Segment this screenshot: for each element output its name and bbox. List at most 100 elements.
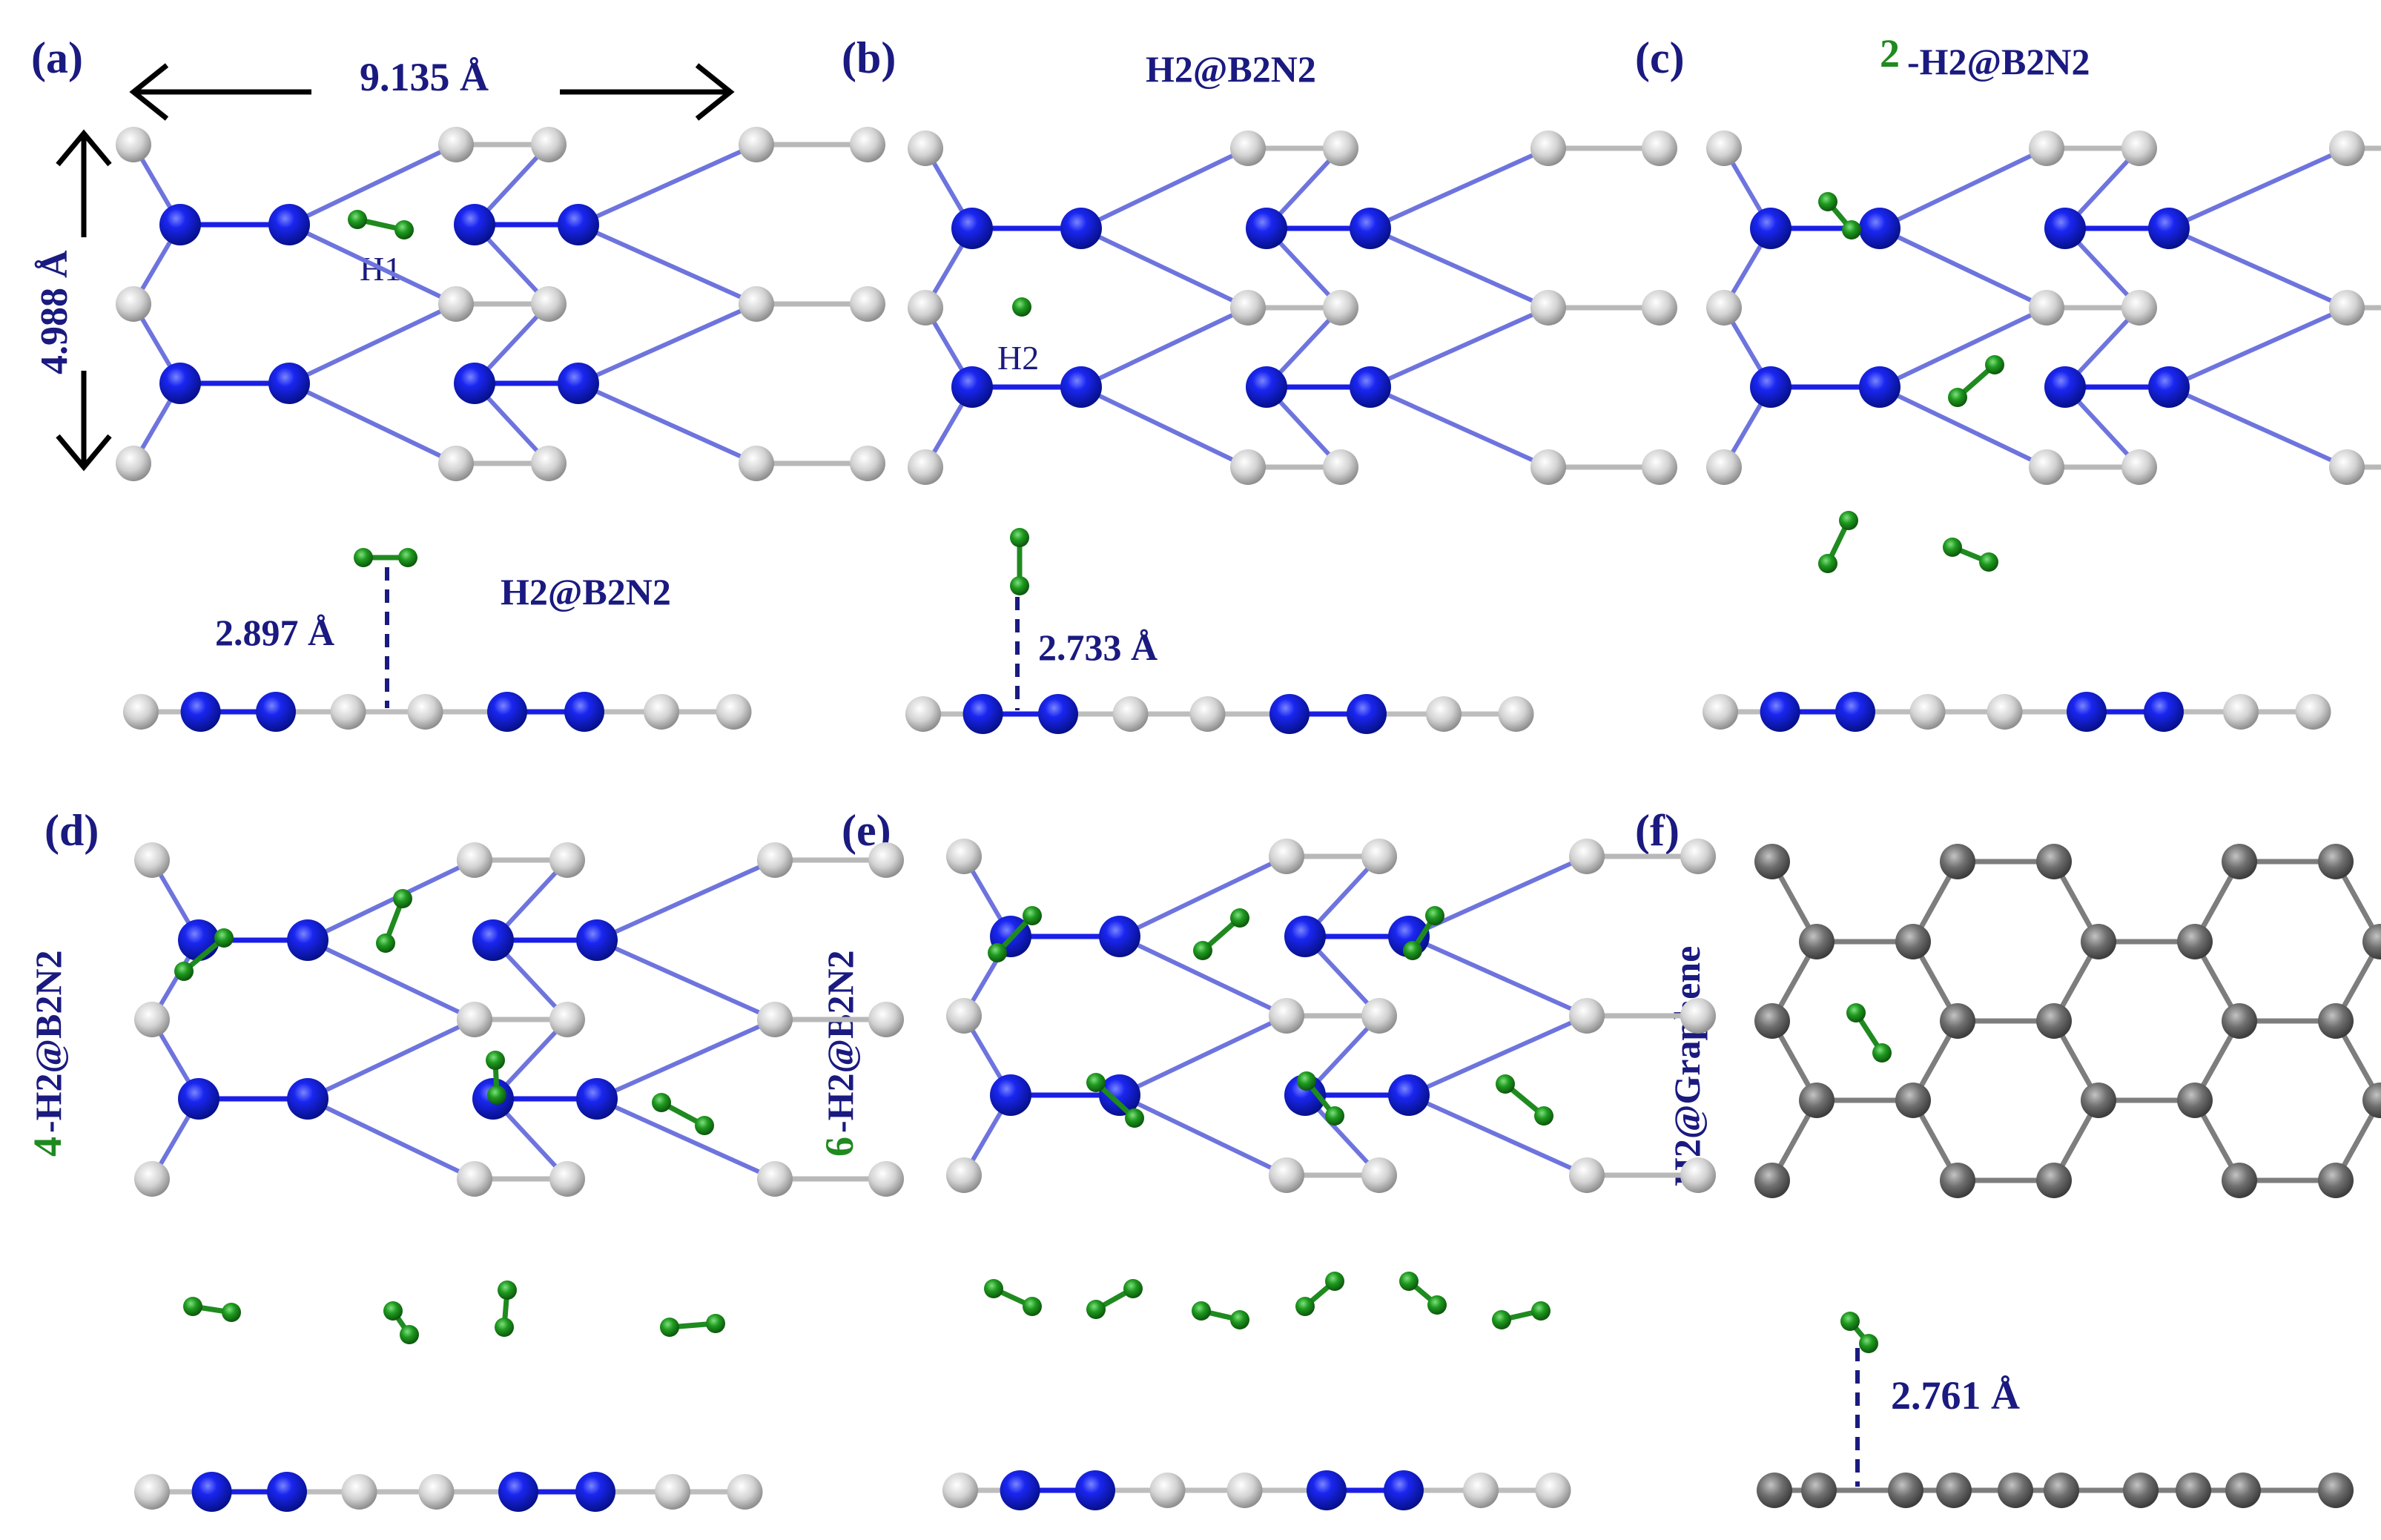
title-b: H2@B2N2 (1146, 48, 1316, 90)
bond (1878, 226, 2049, 310)
hydrogen-atom (1086, 1073, 1106, 1092)
white-atom (457, 842, 492, 878)
hydrogen-atom (1010, 576, 1029, 595)
hydrogen-atom (1492, 1310, 1511, 1329)
boron-nitride-atom (454, 363, 495, 404)
hydrogen-atom (1023, 906, 1042, 925)
hydrogen-atom (174, 962, 194, 981)
carbon-atom (1895, 924, 1931, 959)
white-atom (2029, 130, 2064, 166)
white-atom (850, 446, 885, 481)
carbon-atom (1757, 1473, 1792, 1508)
white-atom (1230, 290, 1266, 325)
boron-nitride-atom (487, 692, 527, 732)
white-atom (716, 694, 752, 730)
boron-nitride-atom (1099, 1074, 1140, 1116)
white-atom (407, 694, 443, 730)
bond (306, 938, 477, 1022)
carbon-atom (1799, 924, 1835, 959)
height-dimension-arrow (56, 129, 112, 472)
hydrogen-atom (487, 1085, 506, 1105)
panel-label-b: (b) (842, 33, 896, 82)
bond (1117, 1014, 1289, 1097)
bond (1117, 1093, 1289, 1177)
hydrogen-atom (1193, 941, 1212, 960)
white-atom (946, 998, 982, 1034)
title-a: H2@B2N2 (501, 571, 671, 612)
white-atom (1149, 1473, 1186, 1508)
carbon-atom (2318, 1003, 2354, 1039)
boron-nitride-atom (1760, 692, 1800, 732)
white-atom (1226, 1473, 1263, 1508)
boron-nitride-atom (558, 204, 599, 245)
bond (1368, 305, 1551, 389)
bond (1079, 385, 1250, 469)
white-atom (1323, 449, 1358, 485)
hydrogen-atom (1985, 355, 2004, 374)
white-atom (1230, 130, 1266, 166)
white-atom (438, 446, 474, 481)
white-atom (1463, 1473, 1499, 1508)
hydrogen-atom (695, 1116, 714, 1135)
bond (306, 1097, 477, 1181)
hydrogen-atom (1979, 552, 1998, 572)
white-atom (946, 839, 982, 874)
hydrogen-atom (1948, 388, 1967, 407)
bond (2167, 146, 2349, 231)
white-atom (942, 1473, 978, 1508)
hydrogen-atom (1230, 1310, 1249, 1329)
hydrogen-atom (1123, 1279, 1143, 1298)
white-atom (1361, 1157, 1397, 1193)
bond (287, 302, 458, 386)
hydrogen-atom (1192, 1301, 1211, 1321)
white-atom (134, 1002, 170, 1037)
white-atom (1112, 696, 1149, 732)
carbon-atom (1895, 1083, 1931, 1118)
boron-nitride-atom (1269, 694, 1310, 734)
white-atom (438, 286, 474, 322)
white-atom (2029, 449, 2064, 485)
boron-nitride-atom (178, 919, 219, 961)
carbon-atom (1936, 1473, 1972, 1508)
white-atom (134, 1474, 170, 1510)
bond (306, 858, 477, 942)
bond (287, 222, 458, 306)
white-atom (341, 1474, 377, 1510)
bond (1878, 305, 2049, 389)
boron-nitride-atom (962, 694, 1003, 734)
white-atom (1530, 290, 1566, 325)
white-atom (1426, 696, 1462, 732)
white-atom (2223, 694, 2259, 730)
boron-nitride-atom (1099, 916, 1140, 957)
white-atom (739, 286, 774, 322)
boron-nitride-atom (990, 1074, 1031, 1116)
hydrogen-atom (486, 1051, 505, 1070)
white-atom (2121, 290, 2157, 325)
white-atom (1530, 449, 1566, 485)
panel-label-f: (f) (1635, 806, 1680, 855)
hydrogen-atom (1010, 528, 1029, 547)
bond (2167, 226, 2349, 310)
boron-nitride-atom (1835, 692, 1875, 732)
boron-nitride-atom (1347, 694, 1387, 734)
panel-label-d: (d) (44, 806, 99, 855)
hydrogen-atom (1295, 1297, 1315, 1316)
boron-nitride-atom (1388, 1074, 1430, 1116)
white-atom (123, 694, 159, 730)
white-atom (549, 1161, 585, 1197)
white-atom (868, 1161, 904, 1197)
boron-nitride-atom (256, 692, 296, 732)
white-atom (418, 1474, 455, 1510)
white-atom (116, 127, 151, 162)
white-atom (134, 842, 170, 878)
carbon-atom (2176, 1473, 2211, 1508)
bond (287, 142, 458, 227)
boron-nitride-atom (1350, 366, 1391, 408)
bond (576, 302, 759, 386)
hydrogen-atom (1325, 1272, 1344, 1291)
boron-nitride-atom (180, 692, 221, 732)
bond (1368, 226, 1551, 310)
distance-label-b: 2.733 Å (1038, 627, 1158, 668)
white-atom (739, 127, 774, 162)
white-atom (1680, 998, 1716, 1034)
